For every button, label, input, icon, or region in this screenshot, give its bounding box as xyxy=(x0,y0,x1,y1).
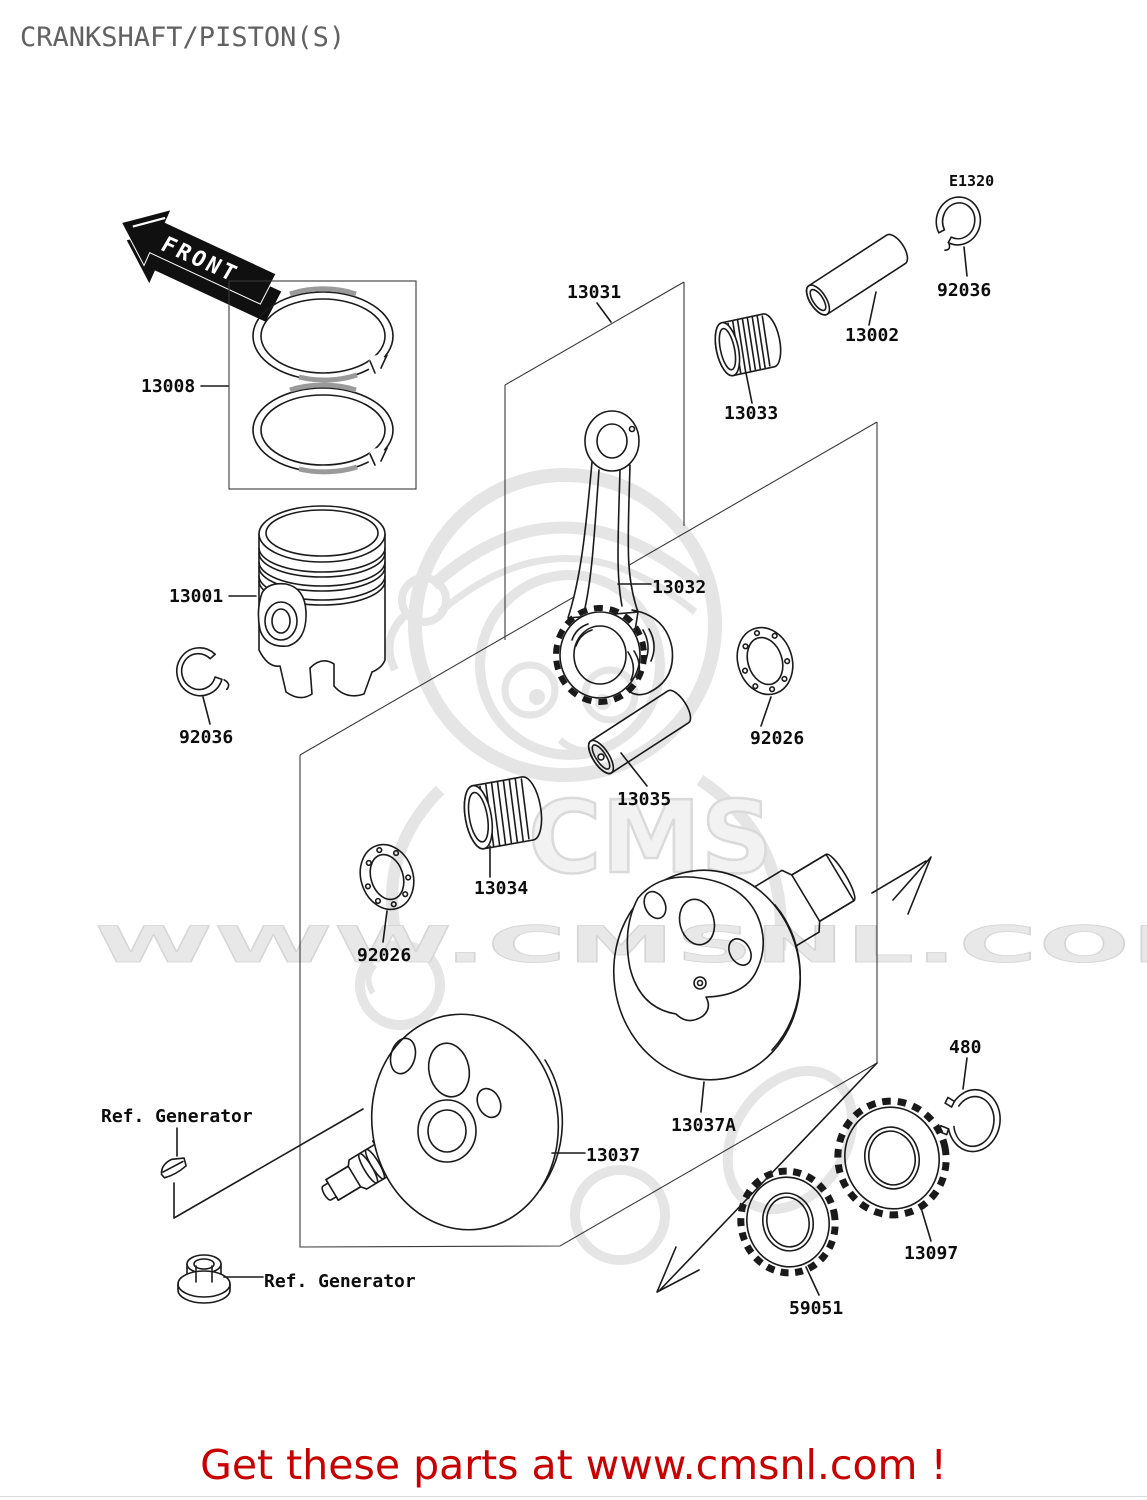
watermark: CMS WWW.CMSNL.COM xyxy=(94,468,1147,1265)
clip-480-drawing xyxy=(938,1088,1001,1153)
ref-generator-nut-label: Ref. Generator xyxy=(264,1271,416,1292)
generator-key-drawing xyxy=(160,1157,187,1179)
part-label-13008[interactable]: 13008 xyxy=(141,376,195,397)
ref-generator-key-label: Ref. Generator xyxy=(101,1106,253,1127)
footer-cta-link[interactable]: Get these parts at www.cmsnl.com ! xyxy=(200,1441,947,1489)
part-label-92026-left[interactable]: 92026 xyxy=(357,945,411,966)
front-arrow: FRONT xyxy=(120,208,282,322)
cms-brand-watermark: CMS xyxy=(528,779,773,896)
small-end-bearing-drawing xyxy=(714,313,782,377)
cmsnl-url-watermark: WWW.CMSNL.COM xyxy=(95,916,1147,974)
part-label-13001[interactable]: 13001 xyxy=(169,586,223,607)
big-end-bearing-drawing xyxy=(463,776,543,850)
part-label-92026-right[interactable]: 92026 xyxy=(750,728,804,749)
piston-drawing xyxy=(257,505,386,699)
generator-nut-drawing xyxy=(177,1254,231,1304)
part-label-13002[interactable]: 13002 xyxy=(845,325,899,346)
cms-mascot-watermark xyxy=(355,468,858,1265)
diagram-code-label: E1320 xyxy=(949,172,994,190)
piston-circlip-left-drawing xyxy=(176,647,230,697)
part-label-13031[interactable]: 13031 xyxy=(567,282,621,303)
crank-half-left-drawing xyxy=(321,1013,564,1231)
piston-circlip-right-drawing xyxy=(935,196,982,251)
piston-pin-drawing xyxy=(805,233,909,316)
part-label-13037A[interactable]: 13037A xyxy=(671,1115,736,1136)
piston-ring-set-drawing xyxy=(228,280,417,490)
part-labels: 13008 13001 92036 E1320 92036 13031 1300… xyxy=(101,172,994,1319)
part-label-13097[interactable]: 13097 xyxy=(904,1243,958,1264)
footer-divider xyxy=(0,1496,1147,1497)
axis-arrow xyxy=(656,856,932,1293)
part-label-59051[interactable]: 59051 xyxy=(789,1298,843,1319)
part-label-92036-left[interactable]: 92036 xyxy=(179,727,233,748)
thrust-washer-right-drawing xyxy=(736,626,794,696)
part-label-13034[interactable]: 13034 xyxy=(474,878,528,899)
part-label-92036-right[interactable]: 92036 xyxy=(937,280,991,301)
part-label-13033[interactable]: 13033 xyxy=(724,403,778,424)
part-label-480[interactable]: 480 xyxy=(949,1037,982,1058)
crank-half-right-drawing xyxy=(612,853,856,1081)
part-label-13032[interactable]: 13032 xyxy=(652,577,706,598)
page-title: CRANKSHAFT/PISTON(S) xyxy=(20,22,346,53)
leader-lines xyxy=(173,246,968,1296)
part-label-13037[interactable]: 13037 xyxy=(586,1145,640,1166)
part-label-13035[interactable]: 13035 xyxy=(617,789,671,810)
